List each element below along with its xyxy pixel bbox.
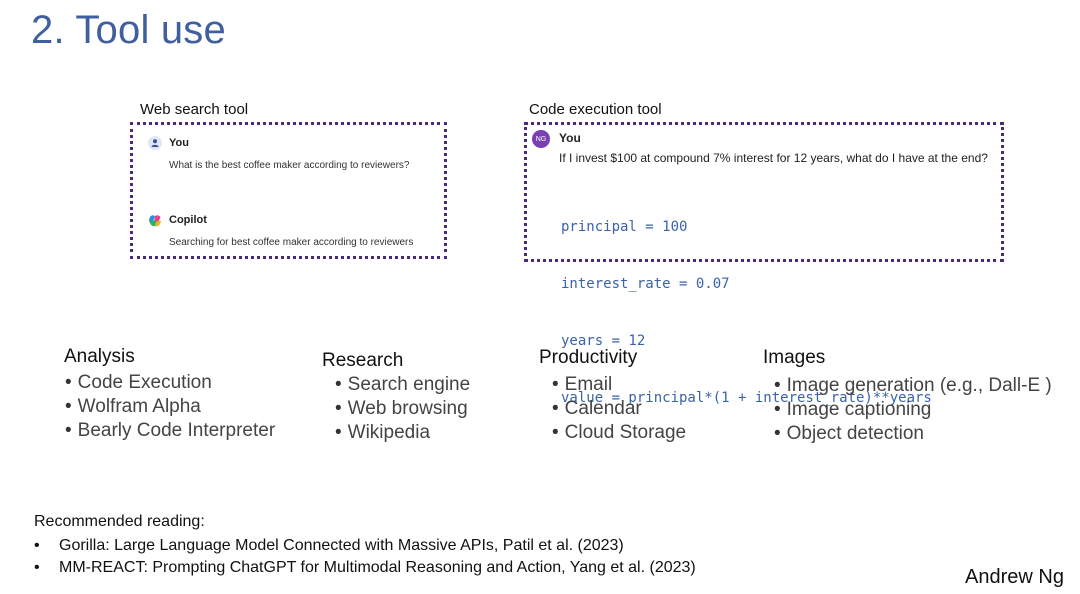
category-heading-productivity: Productivity: [539, 347, 638, 368]
list-item: •Email: [552, 374, 613, 395]
bullet-dot: •: [335, 398, 342, 419]
bullet-dot: •: [552, 422, 559, 443]
web-assistant-message: Searching for best coffee maker accordin…: [169, 237, 414, 248]
reading-list: •Gorilla: Large Language Model Connected…: [34, 535, 696, 579]
reading-item: •Gorilla: Large Language Model Connected…: [34, 535, 696, 557]
bullet-dot: •: [65, 372, 72, 393]
list-item: •Code Execution: [65, 372, 212, 393]
code-line: value = principal*(1 + interest_rate)**y…: [561, 390, 932, 406]
bullet-dot: •: [65, 420, 72, 441]
list-item: •Search engine: [335, 374, 471, 395]
category-heading-research: Research: [322, 350, 404, 371]
bullet-dot: •: [552, 398, 559, 419]
reading-heading: Recommended reading:: [34, 513, 205, 530]
author-name: Andrew Ng: [965, 566, 1064, 588]
list-item: •Object detection: [774, 423, 924, 444]
copilot-logo-icon: [148, 214, 162, 228]
code-line: interest_rate = 0.07: [561, 276, 730, 292]
bullet-dot: •: [335, 422, 342, 443]
code-exec-panel: NG You If I invest $100 at compound 7% i…: [524, 122, 1004, 406]
bullet-dot: •: [774, 375, 781, 396]
code-line: principal = 100: [561, 219, 688, 235]
category-list-productivity: •Email •Calendar •Cloud Storage: [552, 373, 686, 445]
bullet-dot: •: [774, 399, 781, 420]
list-item: •Wikipedia: [335, 422, 431, 443]
category-list-images: •Image generation (e.g., Dall-E ) •Image…: [774, 374, 1052, 446]
list-item: •Cloud Storage: [552, 422, 687, 443]
bullet-dot: •: [65, 396, 72, 417]
list-item: •Image generation (e.g., Dall-E ): [774, 375, 1052, 396]
web-user-name: You: [169, 137, 189, 149]
web-assistant-name: Copilot: [169, 214, 207, 226]
code-user-message: If I invest $100 at compound 7% interest…: [559, 151, 988, 165]
list-item: •Calendar: [552, 398, 642, 419]
web-search-label: Web search tool: [140, 101, 249, 118]
reading-item: •MM-REACT: Prompting ChatGPT for Multimo…: [34, 557, 696, 579]
category-list-research: •Search engine •Web browsing •Wikipedia: [335, 373, 470, 445]
list-item: •Web browsing: [335, 398, 468, 419]
code-user-name: You: [559, 131, 581, 145]
category-list-analysis: •Code Execution •Wolfram Alpha •Bearly C…: [65, 371, 275, 443]
bullet-dot: •: [552, 374, 559, 395]
slide-title: 2. Tool use: [31, 8, 226, 52]
list-item: •Wolfram Alpha: [65, 396, 201, 417]
web-search-panel: You What is the best coffee maker accord…: [130, 122, 447, 259]
code-line: years = 12: [561, 333, 646, 349]
code-exec-label: Code execution tool: [529, 101, 662, 118]
bullet-dot: •: [34, 537, 40, 554]
bullet-dot: •: [34, 559, 40, 576]
bullet-dot: •: [774, 423, 781, 444]
code-block: principal = 100 interest_rate = 0.07 yea…: [561, 180, 932, 446]
web-user-message: What is the best coffee maker according …: [169, 160, 410, 171]
category-heading-images: Images: [763, 347, 826, 368]
list-item: •Image captioning: [774, 399, 932, 420]
list-item: •Bearly Code Interpreter: [65, 420, 276, 441]
category-heading-analysis: Analysis: [64, 346, 135, 367]
user-icon: [148, 136, 162, 150]
user-avatar: NG: [532, 130, 550, 148]
bullet-dot: •: [335, 374, 342, 395]
